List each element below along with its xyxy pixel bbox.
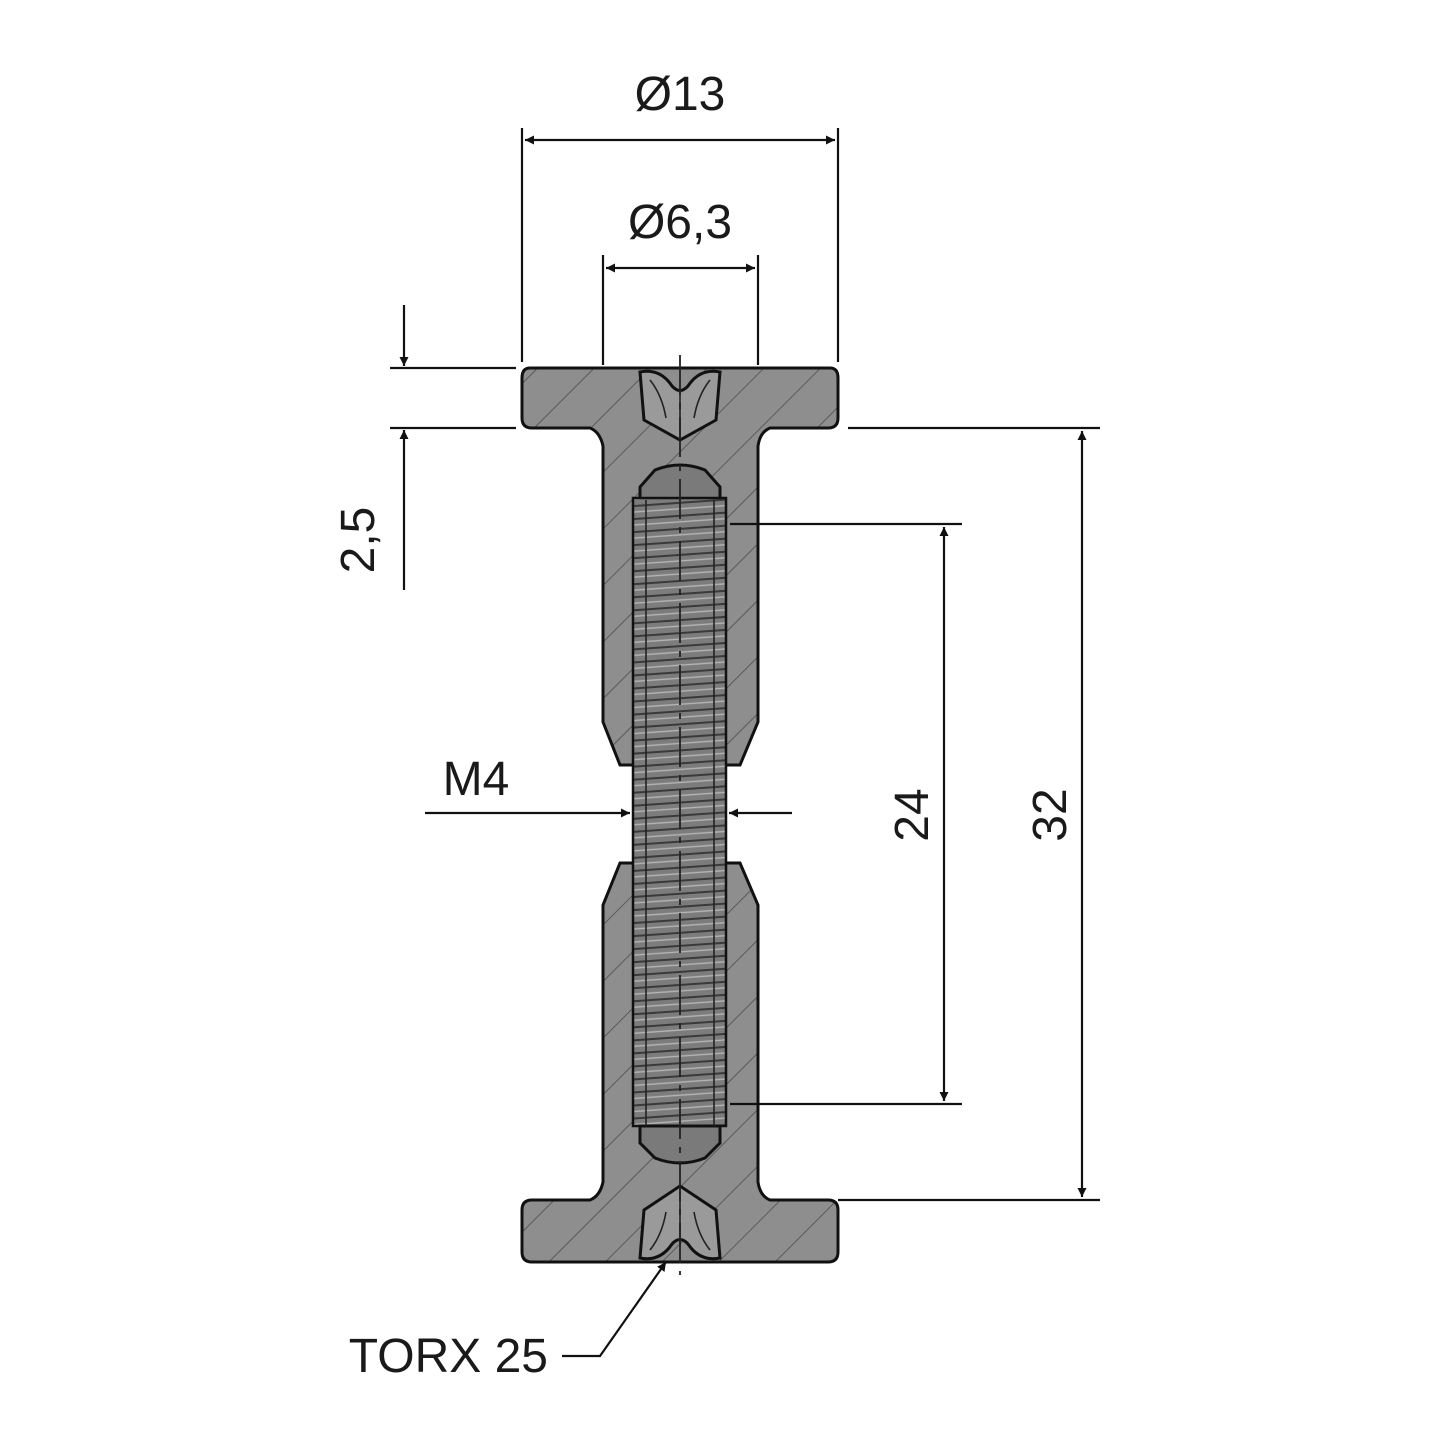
dim-outer-diameter: Ø13 [520, 68, 840, 362]
screw-bottom-cone [638, 1124, 722, 1165]
screw-shaft [631, 463, 728, 1165]
dim-thread-size: M4 [425, 753, 792, 818]
dim-total-length-label: 32 [1024, 788, 1077, 841]
dim-inner-diameter: Ø6,3 [601, 196, 760, 365]
dim-flange-thickness-label: 2,5 [332, 507, 385, 574]
dim-flange-thickness: 2,5 [332, 305, 516, 590]
dim-total-length: 32 [838, 426, 1100, 1202]
torx-callout-label: TORX 25 [349, 1330, 548, 1383]
torx-recess-bottom [638, 1184, 722, 1261]
dim-thread-length: 24 [730, 522, 962, 1106]
dim-thread-size-label: M4 [443, 753, 510, 806]
torx-callout: TORX 25 [349, 1261, 667, 1383]
dim-outer-diameter-label: Ø13 [635, 68, 726, 121]
dim-inner-diameter-label: Ø6,3 [628, 196, 732, 249]
dim-thread-length-label: 24 [886, 788, 939, 841]
